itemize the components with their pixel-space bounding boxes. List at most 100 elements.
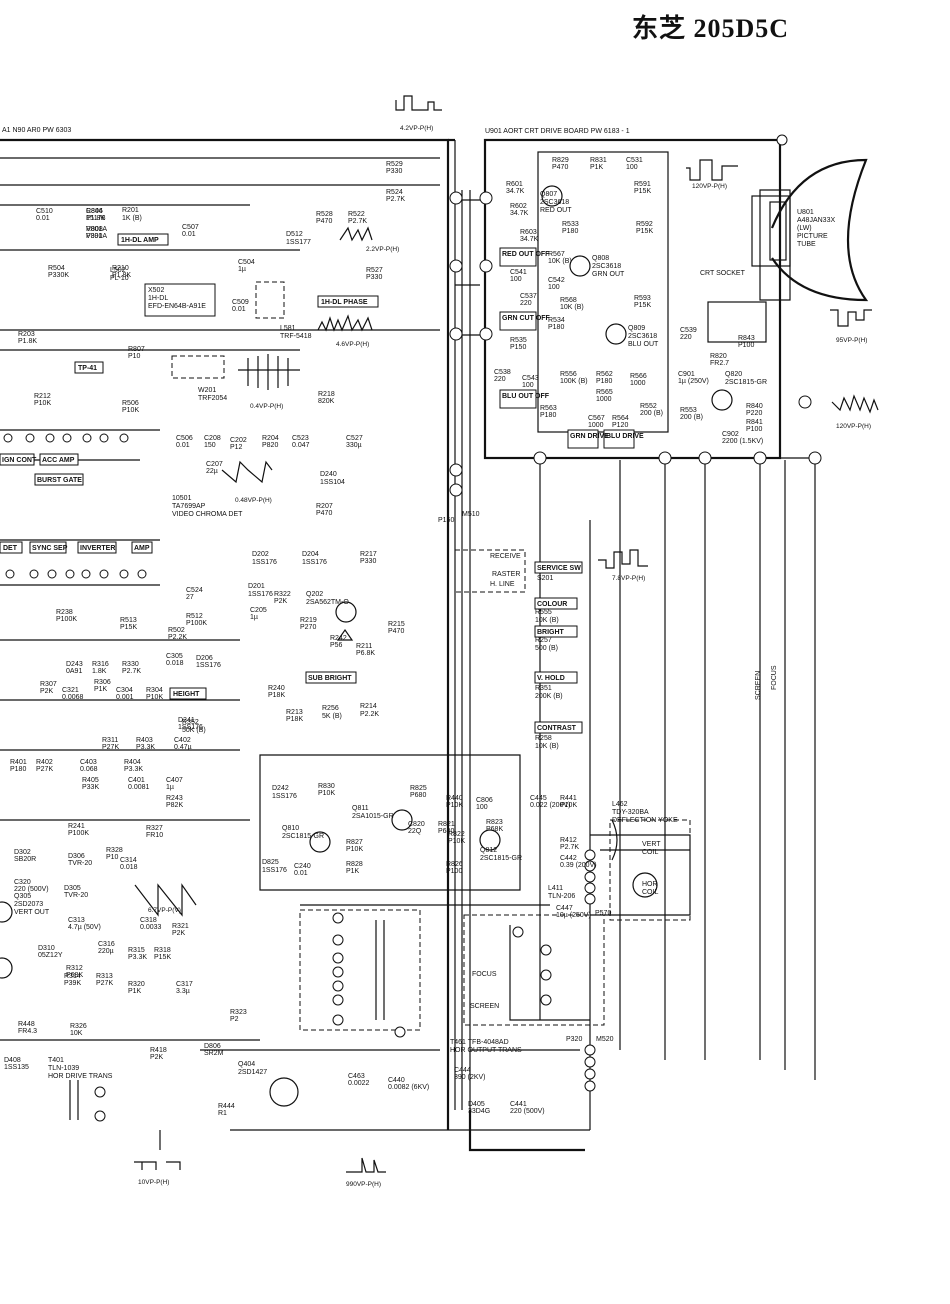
block-blu-drive: BLU DRIVE <box>606 433 644 440</box>
receive-label: RECEIVE <box>490 553 521 560</box>
p150-label: P150 <box>438 517 454 524</box>
block-red-out-off: RED OUT OFF <box>502 251 550 258</box>
waveform-10vp: 10VP-P(H) <box>138 1179 169 1186</box>
block-service-sw: SERVICE SW <box>537 565 581 572</box>
block-grn-cut-off: GRN CUT OFF <box>502 315 551 322</box>
block-grn-drive: GRN DRIVE <box>570 433 609 440</box>
waveform-sketches <box>134 95 879 1173</box>
m510-label: M510 <box>462 511 480 518</box>
main-board-outline <box>0 138 585 1152</box>
waveform-2.2vp: 2.2VP-P(H) <box>366 246 399 253</box>
block-acc-amp: ACC AMP <box>42 457 75 464</box>
block-amp: AMP <box>134 545 150 552</box>
crt-drive-board-label: U901 AORT CRT DRIVE BOARD PW 6183 - 1 <box>485 128 630 135</box>
waveform-6.7vp: 6.7VP-P(V) <box>148 907 181 914</box>
waveform-0.4vp: 0.4VP-P(H) <box>250 403 283 410</box>
waveform-0.48vp: 0.48VP-P(H) <box>235 497 272 504</box>
